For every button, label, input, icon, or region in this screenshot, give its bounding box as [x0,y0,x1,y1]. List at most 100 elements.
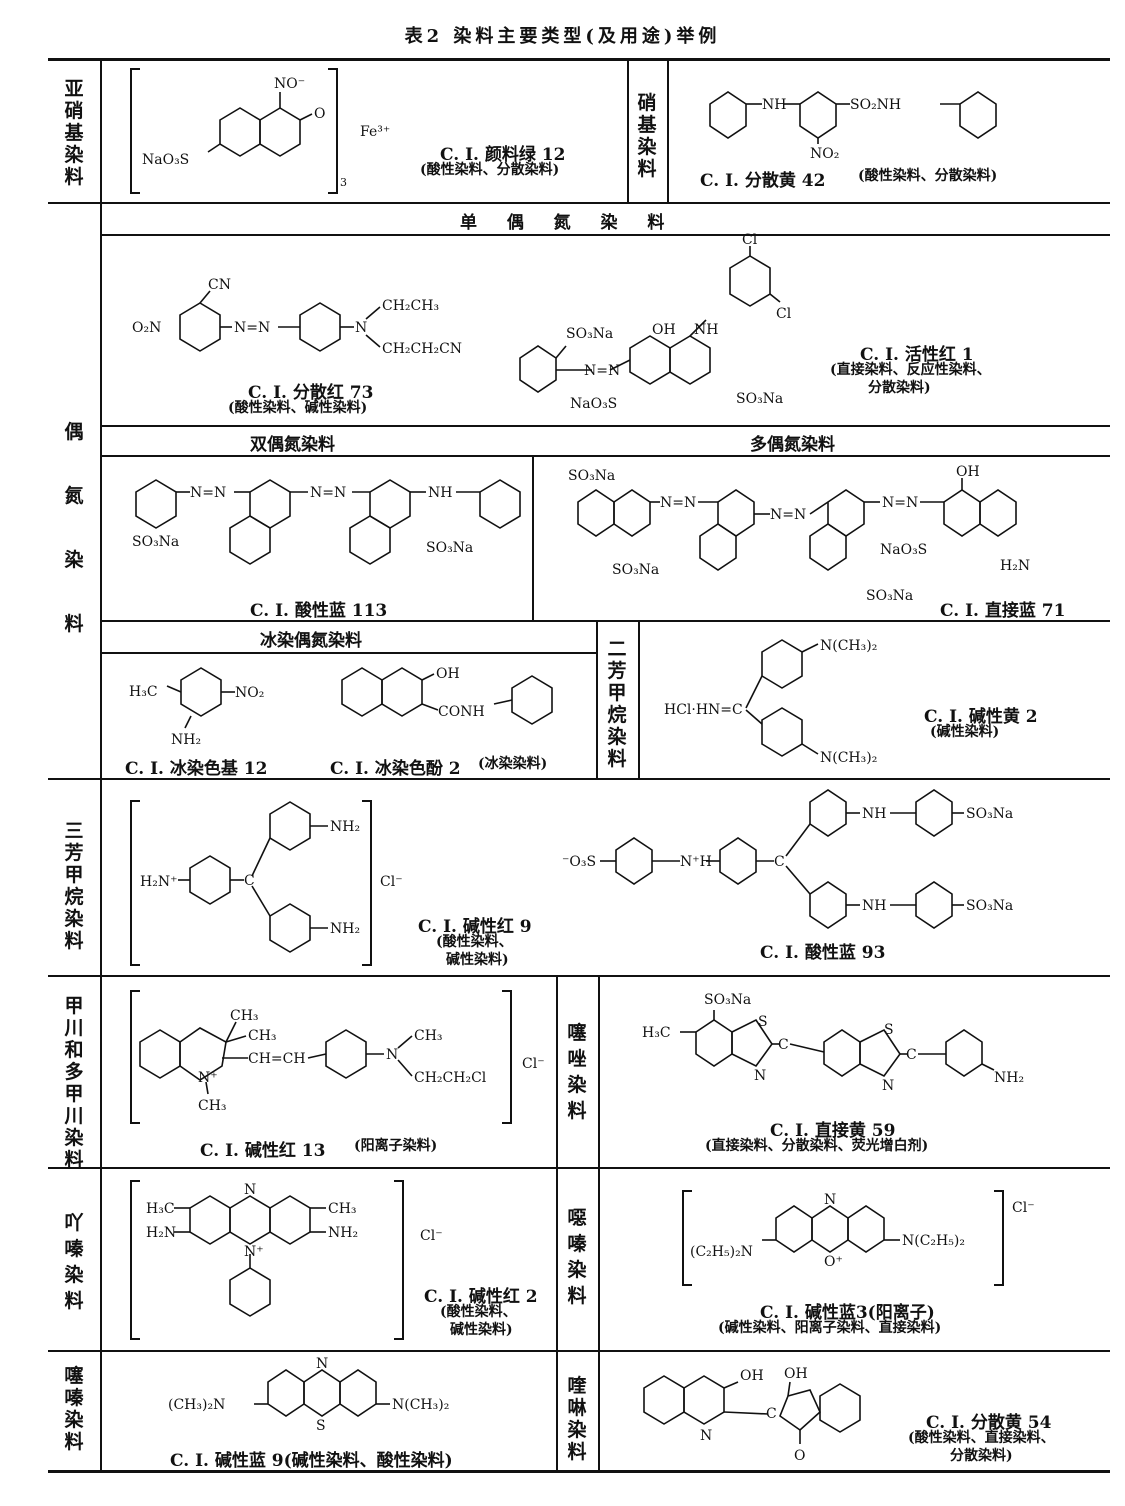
label-n-dy59-a: N [754,1068,766,1084]
rule-thiazole-right [598,975,600,1167]
dye-dyellow59-name: C. I. 直接黄 59 [770,1121,896,1141]
label-so3na-d3: SO₃Na [866,588,913,604]
label-nme2-top: N(CH₃)₂ [820,638,877,654]
bracket-right [502,990,512,1124]
label-c-dy54: C [766,1406,777,1422]
label-c-dy59-b: C [906,1047,917,1063]
label-c-ablue93: C [774,854,785,870]
rule-disazo [100,425,1110,427]
label-net2-r: N(C₂H₅)₂ [902,1233,965,1249]
label-ch3-a: CH₃ [230,1008,259,1024]
label-nh-ablue93-bot: NH [862,898,886,914]
dye-yellow42-use: (酸性染料、分散染料) [858,168,998,184]
rule-acridine-top [48,1167,1110,1169]
label-ch2ch2cl: CH₂CH₂Cl [414,1070,487,1086]
dye-blue113-name: C. I. 酸性蓝 113 [250,601,388,621]
label-n-bblue9: N [316,1356,328,1372]
structure-bred9: H₂N⁺ C NH₂ NH₂ [140,801,360,953]
label-cl-bblue3-box: Cl⁻ [1012,1200,1035,1216]
label-azo-d3: N=N [882,495,918,511]
label-ch2ch3: CH₂CH₃ [382,298,439,314]
label-h3c-bred2: H₃C [146,1201,175,1217]
label-so3na-d2: SO₃Na [612,562,659,578]
rule-diaryl-left [596,620,598,778]
label-cl-right: Cl [776,306,792,322]
label-cl-bred13-box: Cl⁻ [522,1056,545,1072]
cat-azo: 偶氮染料 [64,421,84,635]
label-oh-coupler: OH [436,666,460,682]
dye-dyellow54-use1: (酸性染料、直接染料、 [908,1430,1055,1446]
label-oh-dy54-a: OH [740,1368,764,1384]
structure-dyellow54: OH N C OH O [643,1366,861,1464]
dye-base12-name: C. I. 冰染色基 12 [125,759,268,779]
label-so3na-b1: SO₃Na [132,534,179,550]
label-oh-dy54-b: OH [784,1366,808,1382]
label-nh2-dy59: NH₂ [994,1070,1024,1086]
label-o: O [314,106,325,122]
dye-bred2-use1: (酸性染料、 [440,1304,517,1320]
label-fe: Fe³⁺ [360,124,390,140]
label-hcl-hn: HCl·HN=C [664,702,743,718]
labels-fe: Fe³⁺ 3 [340,124,390,189]
label-h2n-d: H₂N [1000,558,1030,574]
label-ch2ch2cn: CH₂CH₂CN [382,341,462,357]
dye-bred13-use: (阳离子染料) [354,1138,438,1154]
bracket-right [394,1180,404,1340]
structure-byellow2: HCl·HN=C N(CH₃)₂ N(CH₃)₂ [664,638,877,766]
label-azo-d2: N=N [770,507,806,523]
dye-bblue9-name: C. I. 碱性蓝 9(碱性染料、酸性染料) [170,1451,453,1471]
label-so3na-ablue93-top: SO₃Na [966,806,1013,822]
label-nh-b: NH [428,485,452,501]
dye-bred9-name: C. I. 碱性红 9 [418,917,532,937]
structure-bblue9: N (CH₃)₂N S N(CH₃)₂ [168,1356,449,1434]
label-h2n-plus: H₂N⁺ [140,874,177,890]
cat-thiazole: 噻唑染料 [567,1022,587,1122]
bracket-left [682,1190,692,1286]
bracket-right [362,800,372,966]
label-no2-base: NO₂ [235,685,264,701]
rule-top [48,58,1110,61]
structure-coupler2: OH CONH [341,666,553,725]
label-nao3s: NaO₃S [142,152,189,168]
label-cl-minus-bred9: Cl⁻ [380,874,403,890]
dye-dyellow54-use2: 分散染料) [950,1448,1013,1464]
label-o-plus: O⁺ [824,1254,843,1270]
cat-methine: 甲川和多甲川染料 [64,995,84,1171]
rule-azo-top [48,202,1110,204]
cat-quinoline: 喹啉染料 [567,1375,587,1463]
dye-bred2-name: C. I. 碱性红 2 [424,1287,538,1307]
label-n-bred2-top: N [244,1182,256,1198]
label-cl-minus-bred2: Cl⁻ [420,1228,443,1244]
dye-bred13-name: C. I. 碱性红 13 [200,1141,326,1161]
structure-yellow42: NH SO₂NH NO₂ [709,91,997,162]
label-n: N [355,320,367,336]
label-nme2-r: N(CH₃)₂ [392,1397,449,1413]
cat-oxazine: 噁嗪染料 [567,1207,587,1307]
label-c-dy59-a: C [778,1037,789,1053]
label-nao3s-reactive: NaO₃S [570,396,617,412]
structure-green12: NaO₃S NO⁻ O [142,76,325,168]
label-n-bred2: N⁺ [244,1244,264,1260]
structure-base12: H₃C NO₂ NH₂ [129,667,264,748]
dye-dyellow54-name: C. I. 分散黄 54 [926,1413,1052,1433]
rule-oxazine-right [598,1167,600,1350]
rule-nitro-left [627,58,629,202]
rule-ice [100,620,1110,622]
label-so2nh: SO₂NH [850,97,901,113]
label-cl-bred2-box: Cl⁻ [420,1228,443,1244]
dye-bred2-use2: 碱性染料) [450,1322,513,1338]
bracket-left [130,1180,140,1340]
label-no-minus: NO⁻ [274,76,305,92]
label-chch: CH=CH [248,1051,306,1067]
label-so3na-b2: SO₃Na [426,540,473,556]
label-cl-minus-bblue3: Cl⁻ [1012,1200,1035,1216]
label-cn: CN [208,277,231,293]
table-title: 表2 染料主要类型(及用途)举例 [404,26,721,47]
dye-reactive1-use2: 分散染料) [868,380,931,396]
label-azo-reactive: N=N [584,363,620,379]
label-cl-top: Cl [742,232,758,248]
structure-direct71: SO₃Na N=N N=N N=N OH SO₃Na NaO₃S H₂N SO₃… [568,464,1030,604]
cat-acridine: 吖嗪染料 [64,1212,84,1312]
label-h3c: H₃C [129,684,158,700]
dye-dyellow59-use: (直接染料、分散染料、荧光增白剂) [705,1138,929,1154]
